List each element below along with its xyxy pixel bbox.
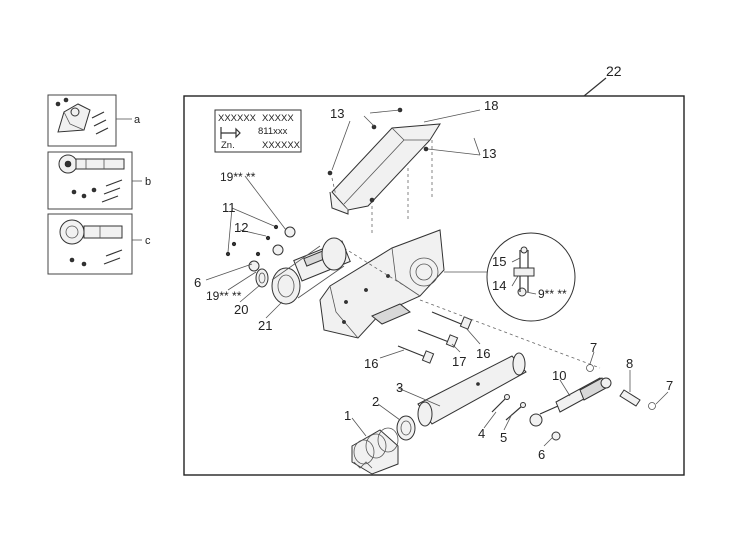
part-clip-7b[interactable] [648,402,656,410]
nameplate-row1-left: XXXXXX [218,113,257,124]
part-hardware-set[interactable] [225,224,296,272]
callout-16-right: 16 [476,346,490,361]
part-ring[interactable] [396,415,416,441]
callout-19-bottom: 19** ** [206,289,242,303]
nameplate-logo [220,127,241,139]
callout-19-top: 19** ** [220,170,256,184]
callout-14: 14 [492,278,506,293]
nameplate: XXXXXX XXXXX 811xxx Zn. XXXXXX [214,109,302,153]
part-bolts[interactable] [397,311,473,364]
callout-13-right: 13 [482,146,496,161]
callout-11: 11 [222,200,236,215]
part-tube[interactable] [417,352,527,427]
callout-12: 12 [234,220,248,235]
part-cover[interactable] [329,123,441,236]
kit-c[interactable]: c [47,213,151,275]
assembly-frame [183,95,685,476]
part-washer-20[interactable] [255,268,269,288]
nameplate-row3-left: Zn. [221,140,235,151]
part-damper[interactable] [529,377,612,427]
detail-circle[interactable] [444,232,576,322]
callout-7-top: 7 [590,340,597,355]
callout-10: 10 [552,368,566,383]
assembly-number: 22 [606,63,622,79]
kit-b[interactable]: b [47,151,151,210]
callout-18: 18 [484,98,498,113]
callout-6-bottom: 6 [538,447,545,462]
kit-label-a: a [134,114,141,126]
callout-8: 8 [626,356,633,371]
kit-label-b: b [145,176,151,188]
callout-13-top: 13 [330,106,344,121]
callout-5: 5 [500,430,507,445]
part-pin-8[interactable] [619,389,641,407]
part-pins[interactable] [491,394,526,421]
part-bracket-plate[interactable] [319,229,445,339]
callout-7-right: 7 [666,378,673,393]
callout-4: 4 [478,426,485,441]
callout-21: 21 [258,318,272,333]
callout-1: 1 [344,408,351,423]
kit-a[interactable]: a [47,94,141,147]
callout-3: 3 [396,380,403,395]
callout-17: 17 [452,354,466,369]
callout-2: 2 [372,394,379,409]
part-clip-7a[interactable] [586,364,594,372]
nameplate-row3-right: XXXXXX [262,140,301,151]
leader-lines [205,109,669,447]
callout-16-left: 16 [364,356,378,371]
part-bellows[interactable] [351,427,399,475]
part-nut-6[interactable] [551,431,561,441]
kit-label-c: c [145,235,151,247]
callout-20: 20 [234,302,248,317]
callout-labels: 13 18 13 19** ** 11 12 6 19** ** 20 21 1… [194,98,673,462]
nameplate-row2-right: 811xxx [258,126,288,137]
callout-9: 9** ** [538,287,567,301]
callout-15: 15 [492,254,506,269]
nameplate-row1-right: XXXXX [262,113,294,124]
callout-6-left: 6 [194,275,201,290]
assembly-leader [583,77,607,97]
part-hub-assembly[interactable] [271,237,351,305]
